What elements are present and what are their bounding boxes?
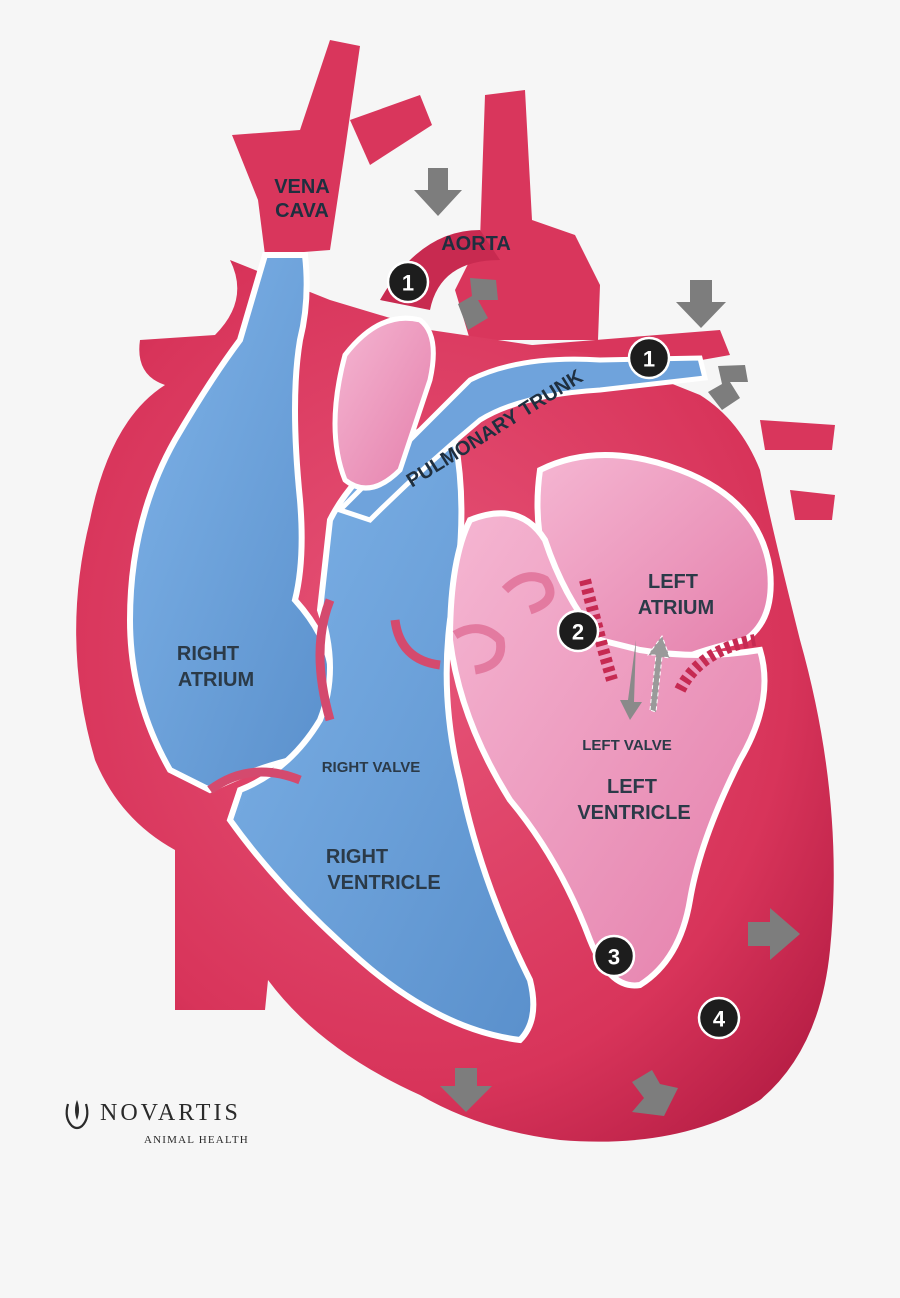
aortic-root [332, 315, 436, 491]
aorta-label: AORTA [441, 233, 511, 255]
flow-arrows [414, 168, 800, 1116]
step-number: 2 [572, 620, 584, 645]
step-badge-pulmonary: 1 [627, 336, 671, 380]
novartis-logo-icon [65, 1100, 89, 1130]
right-atrium-label-line1: RIGHT [177, 643, 239, 665]
right-valve-label: RIGHT VALVE [322, 759, 421, 776]
left-valve-leaflets [579, 578, 757, 693]
left-atrium-label-line2: ATRIUM [638, 597, 714, 619]
pulmonary-trunk-chamber [335, 355, 709, 523]
step-badge-wall: 4 [697, 996, 741, 1040]
vena-cava-vessel [232, 40, 432, 255]
dashed-arrow-icon [647, 634, 671, 713]
right-atrium-label-line2: ATRIUM [178, 669, 254, 691]
right-ventricle-label-line2: VENTRICLE [327, 872, 440, 894]
step-badge-aorta: 1 [386, 260, 430, 304]
flow-arrow-icon [676, 280, 726, 328]
valve-flow-arrows [620, 634, 671, 720]
vena-cava-label-line2: CAVA [275, 200, 329, 222]
flow-arrow-icon [414, 168, 462, 216]
left-ventricle-label-line1: LEFT [607, 776, 657, 798]
left-ventricle-label-line2: VENTRICLE [577, 802, 690, 824]
step-number: 1 [402, 271, 414, 296]
flow-arrow-icon [458, 278, 498, 330]
vena-cava-label-line1: VENA [274, 176, 330, 198]
pulmonary-valve-cusps [452, 572, 555, 675]
right-valve-leaflets [207, 598, 441, 794]
flow-arrow-icon [748, 908, 800, 960]
left-valve-label: LEFT VALVE [582, 737, 671, 754]
flow-arrow-icon [440, 1068, 492, 1112]
step-number: 4 [713, 1007, 726, 1032]
brand-subtitle: ANIMAL HEALTH [144, 1134, 249, 1146]
left-atrium-label-line1: LEFT [648, 571, 698, 593]
step-number: 3 [608, 945, 620, 970]
brand-name: NOVARTIS [100, 1100, 241, 1126]
dashed-arrow-icon [620, 640, 642, 720]
flow-arrow-icon [632, 1070, 678, 1116]
right-ventricle-label-line1: RIGHT [326, 846, 388, 868]
step-number: 1 [643, 347, 655, 372]
step-badge-valve: 2 [556, 609, 600, 653]
step-badge-apex: 3 [592, 934, 636, 978]
flow-arrow-icon [708, 365, 748, 410]
